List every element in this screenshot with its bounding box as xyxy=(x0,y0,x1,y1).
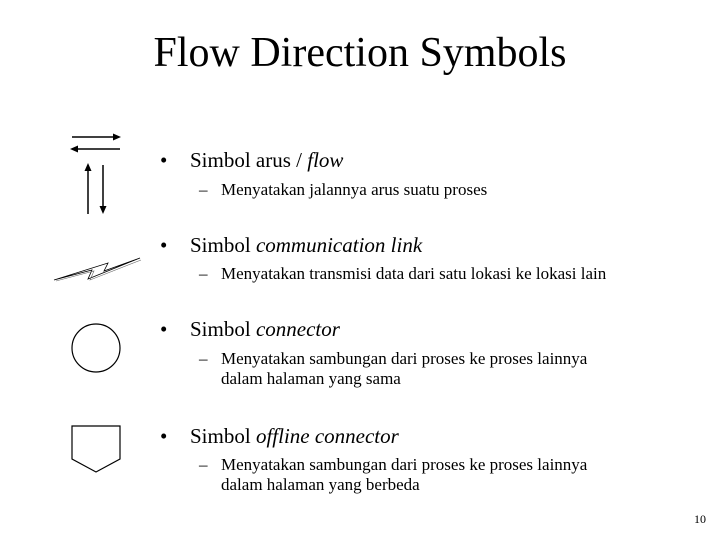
flow-arrows-icon xyxy=(70,133,121,214)
dash-marker: – xyxy=(199,455,208,474)
sub-text: Menyatakan sambungan dari proses ke pros… xyxy=(221,349,588,368)
sub-offline-connector: –Menyatakan sambungan dari proses ke pro… xyxy=(199,455,587,495)
bullet-heading-italic: offline connector xyxy=(255,424,399,448)
sub-text-continued: dalam halaman yang berbeda xyxy=(221,475,420,494)
connector-circle-icon xyxy=(71,323,121,373)
page-number: 10 xyxy=(694,512,706,526)
sub-communication-link: –Menyatakan transmisi data dari satu lok… xyxy=(199,264,606,284)
bullet-flow: • Simbol arus / flow xyxy=(160,147,343,173)
sub-text-continued: dalam halaman yang sama xyxy=(221,369,401,388)
sub-flow: –Menyatakan jalannya arus suatu proses xyxy=(199,180,487,200)
bullet-communication-link: • Simbol communication link xyxy=(160,232,422,258)
bullet-marker: • xyxy=(160,317,168,341)
bullet-heading-italic: communication link xyxy=(255,233,423,257)
offline-connector-icon xyxy=(71,425,121,473)
bullet-marker: • xyxy=(160,233,168,257)
bullet-offline-connector: • Simbol offline connector xyxy=(160,423,399,449)
bullet-heading: Simbol xyxy=(190,424,256,448)
bullet-marker: • xyxy=(160,148,168,172)
bullet-heading-italic: connector xyxy=(255,317,340,341)
bullet-heading: Simbol xyxy=(190,233,256,257)
sub-text: Menyatakan jalannya arus suatu proses xyxy=(221,180,488,199)
dash-marker: – xyxy=(199,264,208,283)
sub-connector: –Menyatakan sambungan dari proses ke pro… xyxy=(199,349,587,389)
sub-text: Menyatakan transmisi data dari satu loka… xyxy=(221,264,607,283)
communication-link-icon xyxy=(53,257,142,282)
bullet-marker: • xyxy=(160,424,168,448)
dash-marker: – xyxy=(199,180,208,199)
bullet-heading: Simbol arus / xyxy=(190,148,308,172)
bullet-heading-italic: flow xyxy=(307,148,344,172)
bullet-heading: Simbol xyxy=(190,317,256,341)
slide-title: Flow Direction Symbols xyxy=(153,30,567,76)
dash-marker: – xyxy=(199,349,208,368)
bullet-connector: • Simbol connector xyxy=(160,316,340,342)
sub-text: Menyatakan sambungan dari proses ke pros… xyxy=(221,455,588,474)
